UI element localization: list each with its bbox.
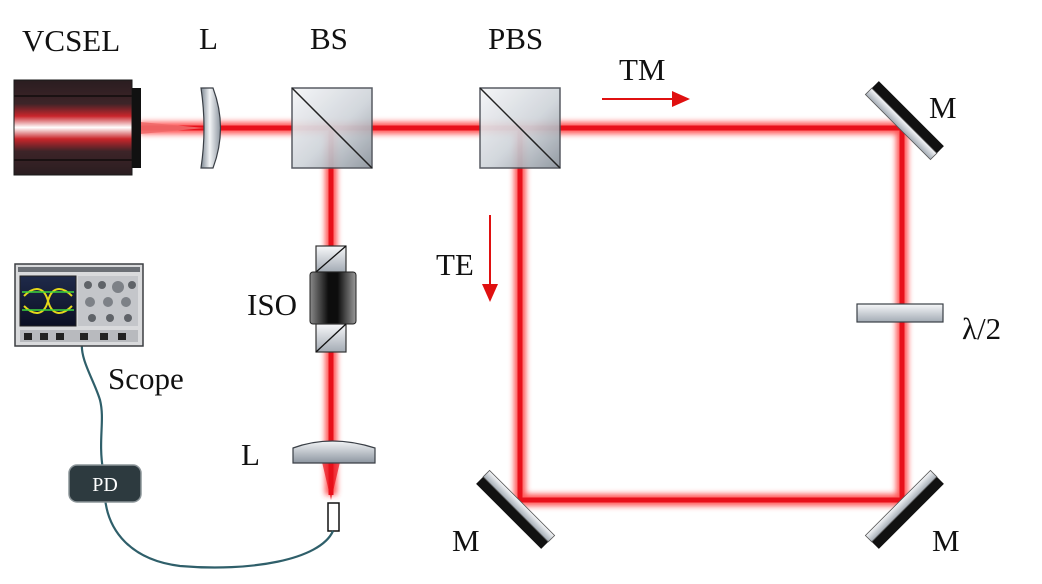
- lens-bottom-label: L: [241, 437, 260, 472]
- mirror-bottom-right-label: M: [932, 523, 960, 558]
- mirror-bottom-left: [476, 469, 556, 549]
- lens-top: [200, 87, 222, 169]
- half-wave-plate: [856, 303, 944, 323]
- iso-label: ISO: [247, 287, 297, 322]
- lens-bottom: [292, 440, 376, 464]
- lens-top-label: L: [199, 21, 218, 56]
- half-wave-label: λ/2: [962, 311, 1001, 346]
- oscilloscope: [14, 263, 144, 347]
- tm-label: TM: [619, 52, 666, 87]
- mirror-top-right-label: M: [929, 90, 957, 125]
- mirror-bottom-left-label: M: [452, 523, 480, 558]
- scope-label: Scope: [108, 361, 184, 396]
- mirror-top-right: [864, 81, 944, 161]
- optical-isolator: [309, 245, 357, 353]
- pd-label: PD: [92, 474, 118, 496]
- polarizing-beam-splitter: [479, 87, 561, 169]
- photodetector: PD: [68, 464, 142, 503]
- te-label: TE: [436, 247, 474, 282]
- fiber-cable: [80, 341, 335, 569]
- vcsel-source: [13, 79, 141, 176]
- bs-label: BS: [310, 21, 348, 56]
- fiber-connector: [327, 502, 340, 532]
- pbs-label: PBS: [488, 21, 543, 56]
- vcsel-label: VCSEL: [22, 23, 120, 58]
- mirror-bottom-right: [864, 469, 944, 549]
- beam-splitter: [291, 87, 373, 169]
